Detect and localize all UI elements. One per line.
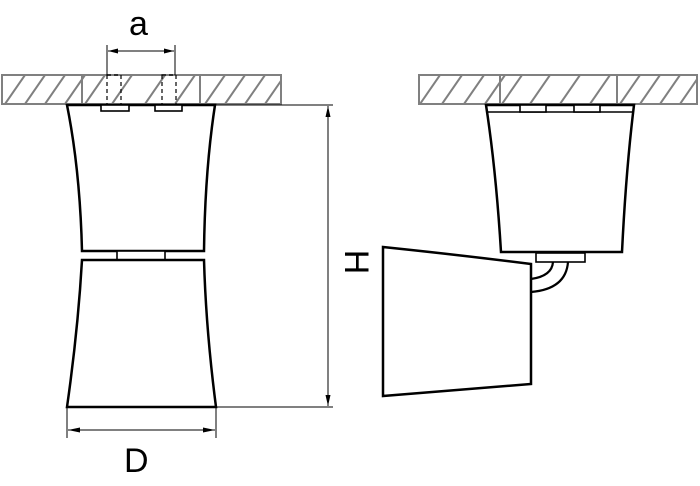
- dimension-h: H: [216, 104, 375, 408]
- ceiling-left: [1, 74, 282, 105]
- svg-text:H: H: [337, 250, 375, 275]
- swivel-arm: [530, 261, 570, 294]
- label-h-rotated: H: [337, 250, 375, 275]
- mounting-screws: [106, 74, 177, 106]
- dimension-a: a: [106, 5, 176, 75]
- label-a: a: [129, 5, 148, 43]
- lamp-front-view: [65, 103, 218, 409]
- lamp-side-view: [381, 103, 636, 398]
- ceiling-right: [418, 74, 698, 105]
- dimension-d: D: [66, 408, 217, 480]
- label-d: D: [124, 442, 149, 480]
